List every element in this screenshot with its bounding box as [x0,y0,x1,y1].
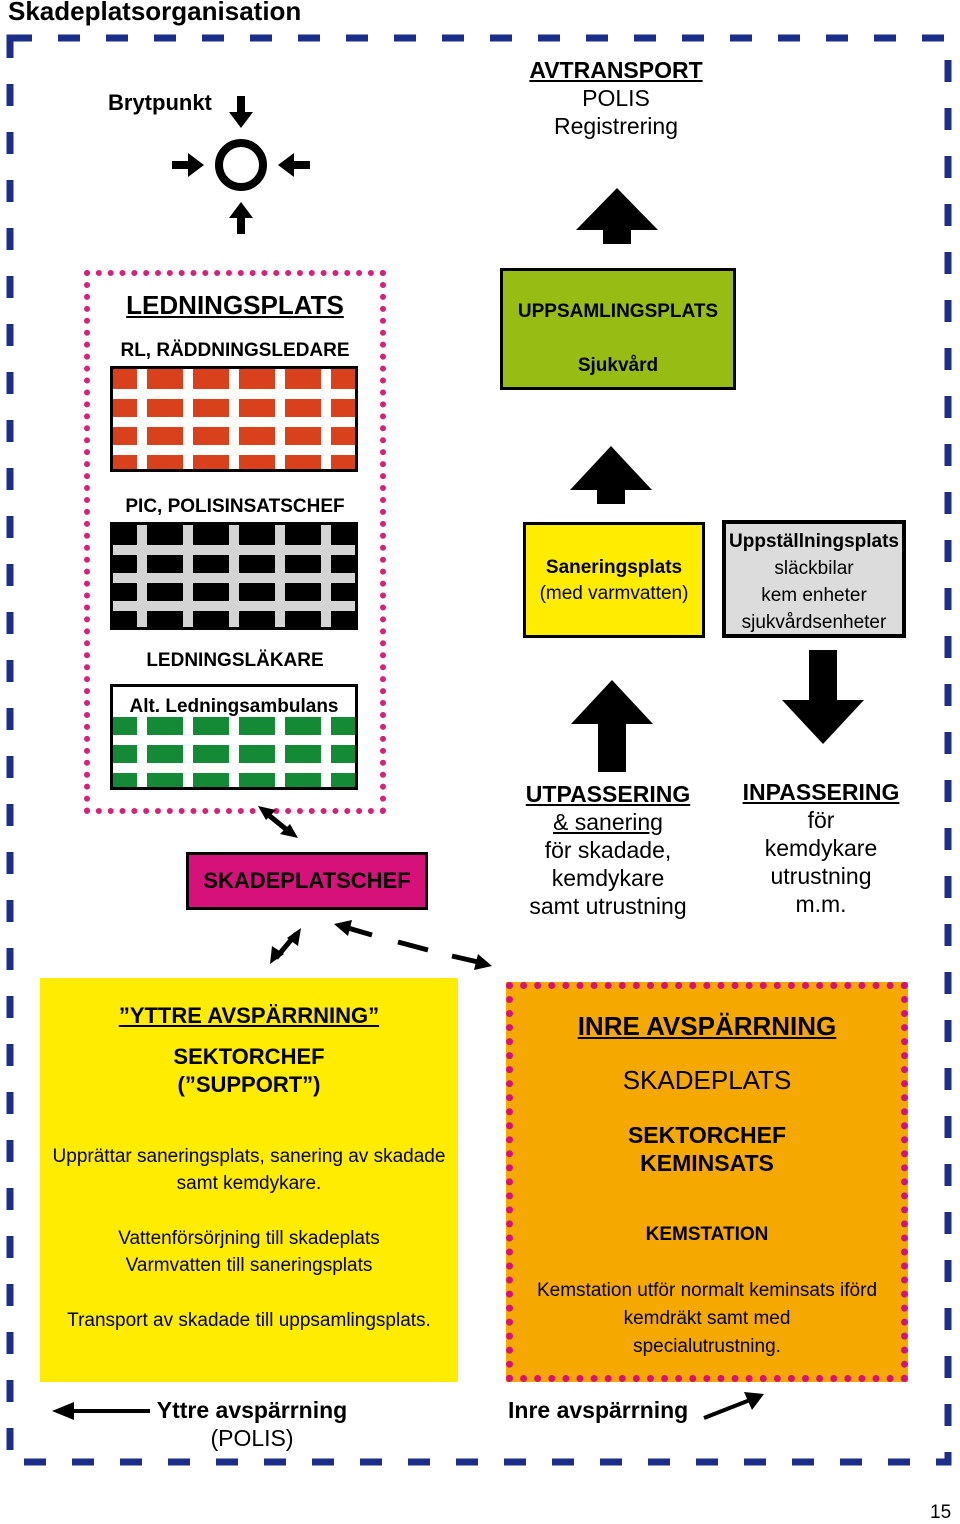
command-link-arrows [258,806,492,970]
yttre-text: Varmvatten till saneringsplats [125,1255,373,1276]
inre-legend-arrow [703,1392,764,1420]
uppstallningsplats-box: Uppställningsplats släckbilar kem enhete… [722,520,906,638]
inre-text: kemdräkt samt med [623,1308,791,1329]
block-arrow-icon [782,650,864,744]
yttre-sektorchef: (”SUPPORT”) [177,1072,321,1097]
utpassering-block: UTPASSERING & sanering för skadade, kemd… [508,780,708,920]
utpassering-subtitle: & sanering [553,809,663,835]
utpassering-title: UTPASSERING [525,781,691,807]
avtransport-line: POLIS [582,85,650,111]
inre-sektorchef: KEMINSATS [640,1150,774,1176]
yttre-text: Vattenförsörjning till skadeplats [118,1228,380,1249]
yttre-avsparrning-box: ”YTTRE AVSPÄRRNING” SEKTORCHEF (”SUPPORT… [40,978,458,1382]
inre-subtitle: SKADEPLATS [622,1065,792,1095]
saneringsplats-subtitle: (med varmvatten) [539,583,689,604]
inpassering-title: INPASSERING [742,779,900,805]
yttre-legend-label: Yttre avspärrning [156,1397,348,1423]
uppsamlingsplats-title: UPPSAMLINGSPLATS [517,301,719,322]
inre-text: Kemstation utför normalt keminsats iförd [536,1280,878,1301]
inpassering-line: utrustning [770,863,872,889]
utpassering-line: för skadade, [544,837,672,863]
inpassering-line: kemdykare [764,835,878,861]
yttre-text: samt kemdykare. [176,1173,322,1194]
lakare-label: LEDNINGSLÄKARE [146,650,324,671]
inre-legend-label: Inre avspärrning [508,1397,689,1423]
utpassering-line: samt utrustning [529,893,687,919]
block-arrow-icon [571,680,653,772]
ambulans-label: Alt. Ledningsambulans [129,696,339,717]
yttre-sektorchef: SEKTORCHEF [173,1044,325,1069]
uppstallningsplats-line: sjukvårdsenheter [741,612,887,633]
pic-vehicle-grid [110,522,358,630]
rl-vehicle-grid [110,366,358,472]
uppstallningsplats-line: släckbilar [774,558,854,579]
uppsamlingsplats-box: UPPSAMLINGSPLATS Sjukvård [500,268,736,390]
yttre-text: Upprättar saneringsplats, sanering av sk… [52,1146,446,1167]
uppsamlingsplats-subtitle: Sjukvård [577,355,659,376]
inpassering-line: m.m. [795,891,847,917]
inre-title: INRE AVSPÄRRNING [577,1011,837,1041]
avtransport-title: AVTRANSPORT [529,57,703,83]
inre-text: specialutrustning. [633,1336,781,1357]
brytpunkt-label: Brytpunkt [108,90,212,115]
yttre-title: ”YTTRE AVSPÄRRNING” [118,1003,380,1028]
pic-label: PIC, POLISINSATSCHEF [125,496,345,517]
avtransport-line: Registrering [554,113,678,139]
inre-avsparrning-box: INRE AVSPÄRRNING SKADEPLATS SEKTORCHEF K… [506,982,908,1382]
page-title: Skadeplatsorganisation [8,0,302,26]
yttre-legend: Yttre avspärrning (POLIS) [146,1396,358,1452]
ledningsplats-title: LEDNINGSPLATS [126,290,344,320]
skadeplatschef-box: SKADEPLATSCHEF [186,852,428,910]
uppstallningsplats-title: Uppställningsplats [729,531,899,552]
yttre-text: Transport av skadade till uppsamlingspla… [67,1310,431,1331]
page-number: 15 [930,1502,952,1523]
inpassering-block: INPASSERING för kemdykare utrustning m.m… [726,778,916,918]
uppstallningsplats-line: kem enheter [761,585,867,606]
outer-cordon-frame [6,34,952,1466]
skadeplatschef-label: SKADEPLATSCHEF [203,868,411,893]
rl-label: RL, RÄDDNINGSLEDARE [120,340,350,361]
crossroad-circle-icon [172,96,310,234]
saneringsplats-box: Saneringsplats (med varmvatten) [523,522,705,638]
ambulans-vehicle-grid [110,684,358,790]
avtransport-block: AVTRANSPORT POLIS Registrering [510,56,722,140]
saneringsplats-title: Saneringsplats [545,557,683,578]
yttre-legend-sub: (POLIS) [210,1425,294,1451]
utpassering-line: kemdykare [551,865,665,891]
yttre-legend-arrow [52,1402,150,1420]
inre-kemstation: KEMSTATION [645,1224,769,1245]
ledningsplats-frame [84,270,386,814]
inre-sektorchef: SEKTORCHEF [627,1122,787,1148]
block-arrow-icon [576,188,658,244]
inpassering-line: för [807,807,835,833]
block-arrow-icon [570,446,652,504]
